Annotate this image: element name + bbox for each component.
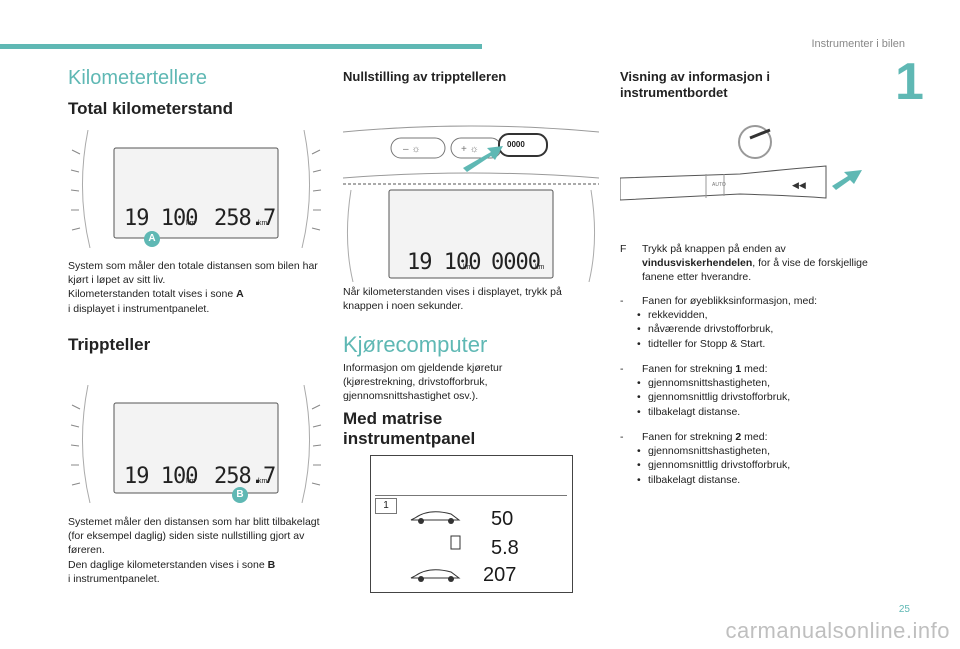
odometer-unit: km [186, 220, 196, 227]
step-instruction: F Trykk på knappen på enden av vindusvis… [620, 242, 870, 285]
matrix-value-3: 207 [483, 564, 517, 586]
chapter-number: 1 [895, 53, 924, 111]
odometer-value: 19 100 [124, 206, 198, 231]
car-icons [410, 511, 461, 582]
list-items-instant: rekkevidden, nåværende drivstofforbruk, … [634, 308, 850, 351]
list-item: gjennomsnittlig drivstofforbruk, [637, 458, 850, 472]
list-item: gjennomsnittshastigheten, [637, 376, 850, 390]
heading-matrix: Med matrise instrumentpanel [343, 409, 476, 448]
reset-button-label: 0000 [507, 140, 525, 149]
list-item: tilbakelagt distanse. [637, 473, 850, 487]
svg-text:+ ☼: + ☼ [461, 144, 479, 155]
step-marker: F [620, 243, 627, 255]
page-number: 25 [898, 604, 910, 615]
list-item: rekkevidden, [637, 308, 850, 322]
matrix-value-1: 50 [491, 508, 514, 530]
list-item: tilbakelagt distanse. [637, 405, 850, 419]
trip-text-line: Den daglige kilometerstanden vises i son… [68, 558, 320, 572]
section-title-kjorecomputer: Kjørecomputer [343, 332, 488, 357]
heading-total: Total kilometerstand [68, 99, 233, 118]
heading-trippteller: Trippteller [68, 335, 151, 354]
list-item: tidteller for Stopp & Start. [637, 337, 850, 351]
zone-badge-a: A [144, 231, 160, 247]
svg-text:– ☼: – ☼ [403, 144, 421, 155]
header-accent-bar [0, 44, 482, 49]
reset-trip-value: 0000 [491, 250, 541, 275]
matrix-divider [375, 495, 567, 496]
reset-odometer-unit: km [463, 264, 473, 271]
trip-text-1: Systemet måler den distansen som har bli… [68, 516, 320, 557]
tripmeter-unit-b: km [258, 478, 268, 485]
list-item: gjennomsnittlig drivstofforbruk, [637, 390, 850, 404]
total-text-line: Kilometerstanden totalt vises i sone A [68, 287, 318, 301]
list-lead-trip2: -Fanen for strekning 2 med: [620, 431, 768, 443]
reset-text: Når kilometerstanden vises i displayet, … [343, 286, 562, 313]
wiper-stalk-figure: AUTO ◀◀ [620, 125, 862, 201]
total-text-2: Kilometerstanden totalt vises i sone [68, 288, 234, 301]
watermark: carmanualsonline.info [725, 618, 950, 643]
trip-text-2: Den daglige kilometerstanden vises i son… [68, 558, 265, 571]
trip-description: Systemet måler den distansen som har bli… [68, 515, 320, 586]
step-text-1: Trykk på knappen på enden av [642, 243, 786, 255]
zone-badge-b: B [232, 487, 248, 503]
total-text-3: i displayet i instrumentpanelet. [68, 302, 210, 315]
reset-panel-graphic: – ☼ + ☼ [343, 125, 599, 282]
svg-text:AUTO: AUTO [712, 182, 726, 188]
list-items-trip1: gjennomsnittshastigheten, gjennomsnittli… [634, 376, 850, 419]
total-zone: A [236, 288, 244, 301]
total-description: System som måler den totale distansen so… [68, 259, 318, 316]
reset-trip-unit: km [535, 264, 545, 271]
list-tab-trip2: -Fanen for strekning 2 med: gjennomsnitt… [620, 430, 850, 487]
trip-zone: B [267, 558, 276, 571]
list-lead-instant: -Fanen for øyeblikksinformasjon, med: [620, 295, 818, 307]
list-lead-trip1: -Fanen for strekning 1 med: [620, 363, 768, 375]
list-item: gjennomsnittshastigheten, [637, 444, 850, 458]
list-items-trip2: gjennomsnittshastigheten, gjennomsnittli… [634, 444, 850, 487]
step-bold: vindusviskerhendelen [642, 257, 753, 270]
total-text-1: System som måler den totale distansen so… [68, 260, 318, 287]
figure-odometer-b: 19 100 km 258.7 km B [68, 385, 324, 503]
svg-text:◀◀: ◀◀ [792, 180, 806, 190]
list-item: nåværende drivstofforbruk, [637, 322, 850, 336]
dial-graphic [70, 130, 322, 248]
matrix-tab: 1 [375, 498, 397, 514]
running-header: Instrumenter i bilen [811, 38, 905, 50]
figure-odometer-a: 19 100 km 258.7 km A [68, 130, 324, 248]
tripmeter-value-b: 258.7 [214, 464, 276, 489]
heading-visning: Visning av informasjon i instrumentborde… [620, 69, 771, 100]
dial-graphic-b [70, 385, 322, 503]
matrix-value-2: 5.8 [491, 537, 519, 559]
list-tab-trip1: -Fanen for strekning 1 med: gjennomsnitt… [620, 362, 850, 419]
step-text-2: , for å vise de forskjellige fanene ette… [642, 257, 868, 284]
reset-odometer-value: 19 100 [407, 250, 481, 275]
trip-text-3: i instrumentpanelet. [68, 572, 160, 585]
heading-reset: Nullstilling av tripptelleren [343, 69, 507, 84]
odometer-value-b: 19 100 [124, 464, 198, 489]
tripmeter-unit: km [258, 220, 268, 227]
computer-text: Informasjon om gjeldende kjøretur (kjøre… [343, 362, 503, 403]
tripmeter-value: 258.7 [214, 206, 276, 231]
odometer-unit-b: km [186, 478, 196, 485]
figure-matrix-display: 1 50 5.8 207 [370, 455, 573, 593]
list-tab-instant: -Fanen for øyeblikksinformasjon, med: re… [620, 294, 850, 351]
figure-reset-button: – ☼ + ☼ 0000 19 100 km 0000 km [343, 110, 599, 282]
section-title-kilometertellere: Kilometertellere [68, 67, 207, 89]
